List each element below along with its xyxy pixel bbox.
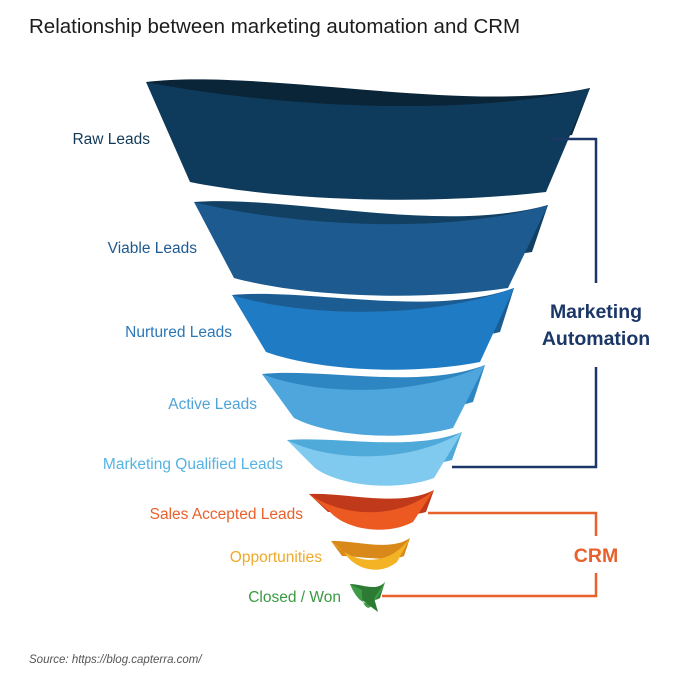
stage-label-sales-accepted-leads: Sales Accepted Leads bbox=[150, 506, 304, 523]
funnel-bands bbox=[146, 79, 590, 612]
stage-label-closed-won: Closed / Won bbox=[248, 589, 341, 606]
marketing-automation-label-line2: Automation bbox=[542, 328, 650, 350]
marketing-automation-bracket-top bbox=[552, 137, 598, 283]
funnel-band-nurtured-leads bbox=[232, 288, 514, 370]
crm-label: CRM bbox=[574, 545, 618, 567]
funnel-band-opportunities bbox=[331, 538, 410, 570]
page-title: Relationship between marketing automatio… bbox=[29, 15, 521, 38]
source-caption: Source: https://blog.capterra.com/ bbox=[29, 654, 202, 666]
funnel-tip bbox=[362, 598, 378, 612]
funnel-band-closed-won bbox=[350, 582, 385, 608]
stage-label-marketing-qualified-leads: Marketing Qualified Leads bbox=[103, 456, 283, 473]
crm-bracket-top bbox=[428, 511, 598, 536]
funnel-band-viable-leads bbox=[194, 202, 548, 296]
funnel-stage-labels: Raw Leads Viable Leads Nurtured Leads Ac… bbox=[72, 131, 341, 606]
marketing-automation-bracket-bottom bbox=[452, 367, 598, 469]
funnel-band-active-leads bbox=[262, 365, 485, 436]
crm-bracket-bottom bbox=[382, 573, 598, 598]
marketing-automation-label-line1: Marketing bbox=[550, 301, 642, 323]
stage-label-viable-leads: Viable Leads bbox=[108, 240, 198, 257]
funnel-band-back-opportunities bbox=[331, 538, 410, 559]
group-brackets: Marketing Automation CRM bbox=[382, 137, 650, 598]
funnel-band-marketing-qualified-leads bbox=[287, 432, 462, 486]
stage-label-raw-leads: Raw Leads bbox=[72, 131, 150, 148]
stage-label-opportunities: Opportunities bbox=[230, 549, 322, 566]
funnel-band-raw-leads bbox=[146, 82, 590, 200]
stage-label-active-leads: Active Leads bbox=[168, 396, 257, 413]
stage-label-nurtured-leads: Nurtured Leads bbox=[125, 324, 232, 341]
funnel-band-sales-accepted-leads bbox=[309, 490, 434, 530]
